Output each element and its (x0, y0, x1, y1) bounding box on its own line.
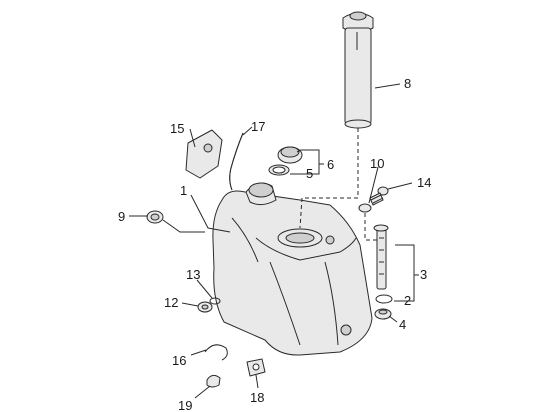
part-3-fuel-pump (373, 224, 389, 290)
leader-lines (129, 83, 419, 399)
part-18-bracket (246, 358, 266, 377)
callout-8: 8 (404, 76, 411, 91)
callout-1: 1 (180, 183, 187, 198)
part-12-spacer (197, 301, 213, 313)
part-6-filler-cap (277, 146, 303, 164)
assembly-dashed-lines (299, 128, 378, 241)
callout-4: 4 (399, 317, 406, 332)
callout-17: 17 (251, 119, 265, 134)
callout-16: 16 (172, 353, 186, 368)
part-19-clip (206, 374, 221, 388)
part-10-washer (358, 203, 372, 213)
callout-2: 2 (404, 293, 411, 308)
callout-12: 12 (164, 295, 178, 310)
part-16-hose-clamp (204, 344, 228, 361)
part-1-fuel-tank (212, 182, 373, 356)
callout-19: 19 (178, 398, 192, 412)
callout-14: 14 (417, 175, 431, 190)
part-4-nut (374, 308, 392, 320)
part-14-screw (369, 186, 389, 206)
callout-10: 10 (370, 156, 384, 171)
callout-5: 5 (306, 166, 313, 181)
part-15-cover (185, 129, 223, 179)
part-5-gasket (268, 164, 290, 176)
part-17-breather-hose (229, 132, 244, 191)
callout-15: 15 (170, 121, 184, 136)
part-2-o-ring (375, 294, 393, 304)
part-9-grommet (146, 210, 164, 224)
callout-6: 6 (327, 157, 334, 172)
part-8-fuel-level-sender (342, 11, 374, 129)
callout-18: 18 (250, 390, 264, 405)
callout-9: 9 (118, 209, 125, 224)
part-13-washer (209, 297, 221, 305)
callout-3: 3 (420, 267, 427, 282)
callout-13: 13 (186, 267, 200, 282)
callout-labels: 8 15 17 6 5 10 14 1 9 3 2 4 13 12 16 19 … (118, 76, 431, 412)
